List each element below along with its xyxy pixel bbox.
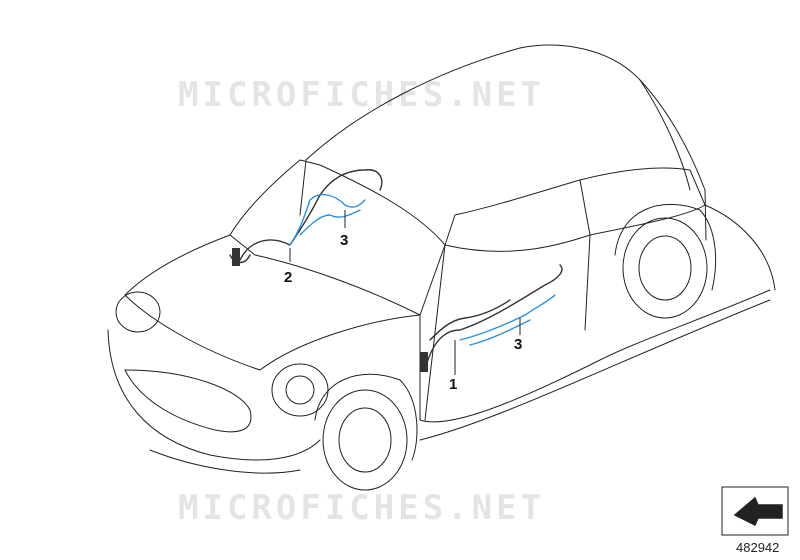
body-side: [419, 289, 771, 423]
front-lower: [149, 449, 301, 474]
front-wheel-arch: [314, 373, 418, 461]
watermark-bottom: MICROFICHES.NET: [178, 488, 546, 528]
headlight-right-inner: [285, 375, 315, 405]
windshield-outline: [229, 159, 446, 316]
front-wheel-hub: [338, 407, 392, 473]
grille-outline: [124, 369, 252, 433]
arrow-symbol-icon: [721, 486, 789, 536]
door-outline: [424, 234, 591, 421]
roof-edge: [299, 159, 707, 241]
side-window-front: [444, 179, 591, 252]
callout-1: 1: [449, 376, 458, 393]
rear-body: [704, 204, 776, 291]
callout-3-upper: 3: [340, 232, 349, 249]
roof-rear: [639, 79, 691, 191]
harness-windshield: [229, 169, 383, 266]
rear-wheel-hub: [638, 235, 692, 301]
hood-outline: [124, 234, 421, 371]
side-window-rear: [579, 167, 706, 236]
callout-3-lower: 3: [514, 336, 523, 353]
rear-wheel-arch: [614, 203, 717, 291]
reference-number: 482942: [736, 540, 780, 555]
watermark-top: MICROFICHES.NET: [178, 75, 546, 115]
rocker: [419, 299, 771, 441]
headlight-left: [115, 291, 161, 333]
front-wheel: [322, 389, 408, 491]
roof-outline: [305, 44, 706, 191]
harness-door: [420, 264, 563, 372]
headlight-right: [271, 363, 329, 417]
rear-wheel: [622, 217, 708, 319]
callout-2: 2: [284, 269, 293, 286]
front-bumper: [107, 329, 321, 461]
